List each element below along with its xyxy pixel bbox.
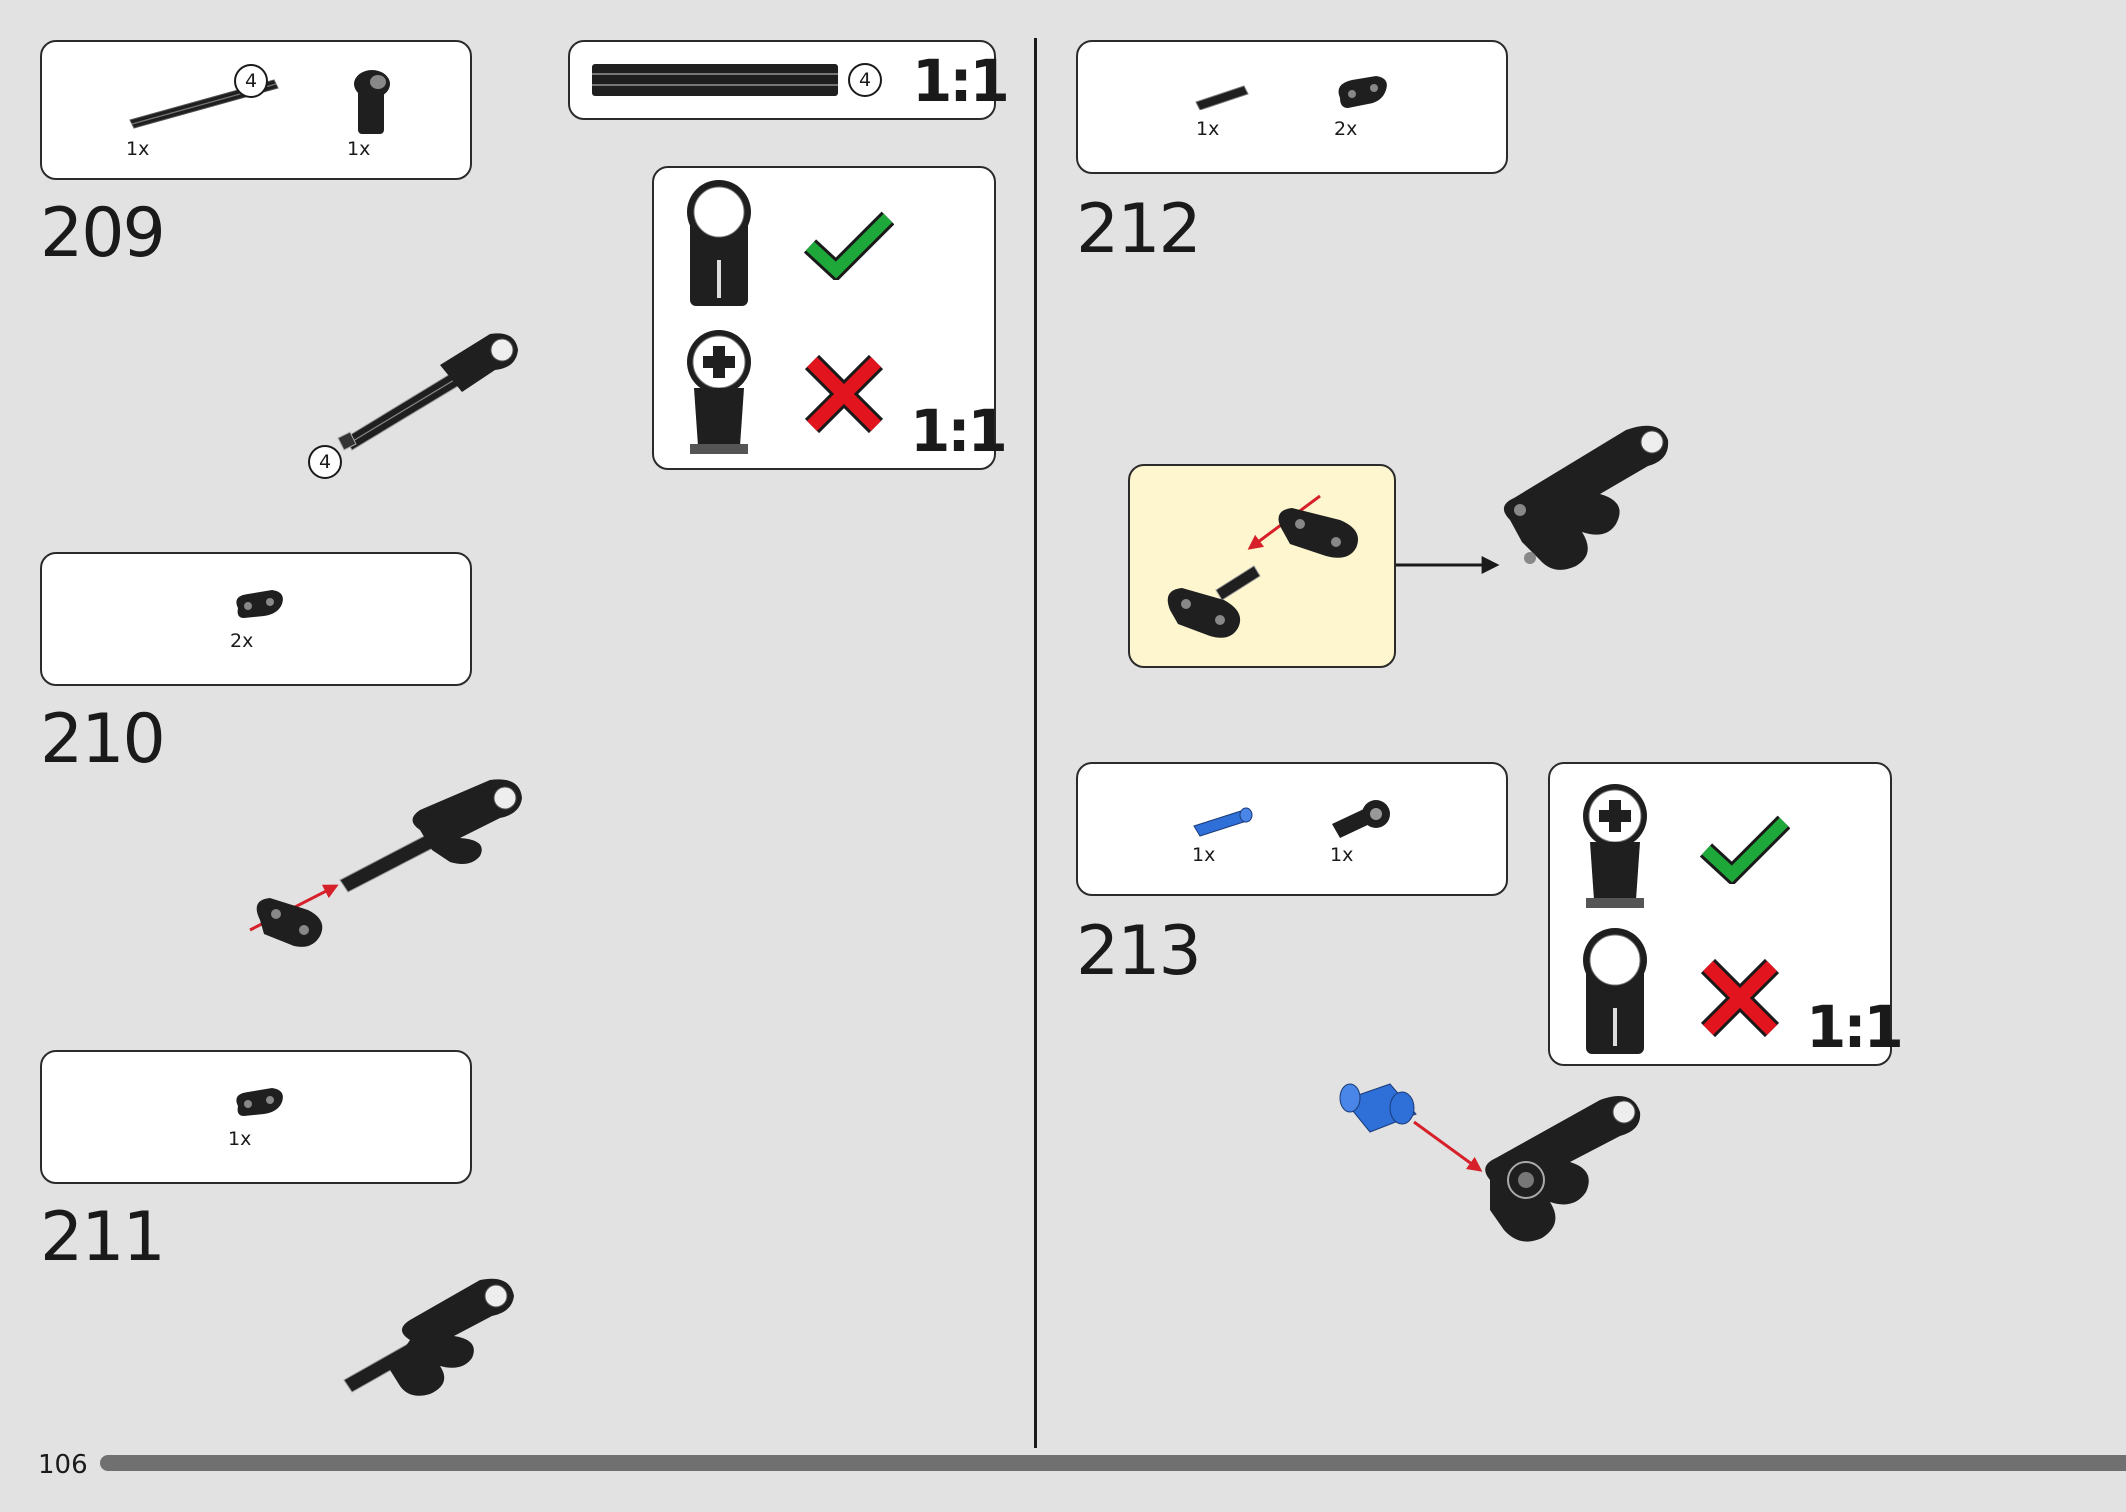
axle-length-indicator: 4 — [234, 64, 268, 98]
part-qty: 1x — [1192, 844, 1216, 866]
axle-length-callout: 4 — [308, 445, 342, 479]
connector-correct-view — [1583, 784, 1647, 908]
assembly-211 — [343, 1278, 514, 1396]
connector-part-icon — [354, 70, 390, 134]
progress-bar — [100, 1455, 2126, 1471]
scale-reference-box: 4 1:1 — [568, 40, 1010, 120]
scale-label: 1:1 — [912, 47, 1010, 115]
page-column-divider — [1034, 38, 1037, 1448]
part-qty: 1x — [228, 1128, 252, 1150]
check-icon — [1700, 815, 1790, 884]
axle-scale-bar — [592, 64, 838, 96]
beam-part-icon — [236, 590, 283, 618]
assembly-212 — [1503, 425, 1669, 570]
parts-list-213: 1x 1x — [1076, 762, 1508, 896]
step-number-212: 212 — [1076, 190, 1202, 269]
parts-list-212: 1x 2x — [1076, 40, 1508, 174]
beam-part-icon — [236, 1088, 283, 1116]
part-qty: 1x — [347, 138, 371, 160]
assembly-213 — [1339, 1083, 1641, 1242]
sub-assembly-212 — [1167, 494, 1358, 638]
step-number-209: 209 — [40, 194, 166, 273]
assembly-210 — [249, 779, 522, 947]
step-number-210: 210 — [40, 700, 166, 779]
callout-arrow — [1396, 556, 1500, 574]
scale-label: 1:1 — [1806, 993, 1904, 1061]
parts-list-210: 2x — [40, 552, 472, 686]
step-number-213: 213 — [1076, 912, 1202, 991]
connector-part-icon — [1332, 800, 1390, 838]
step-number-211: 211 — [40, 1198, 166, 1277]
assembly-209 — [337, 333, 518, 451]
cross-icon — [804, 354, 884, 434]
cross-icon — [1700, 958, 1780, 1038]
orientation-hint-box-2: 1:1 — [1548, 762, 1904, 1066]
check-icon — [804, 211, 894, 280]
connector-wrong-view — [687, 330, 751, 454]
part-qty: 1x — [126, 138, 150, 160]
scale-label: 1:1 — [910, 397, 1008, 465]
part-qty: 2x — [1334, 118, 1358, 140]
part-qty: 2x — [230, 630, 254, 652]
connector-wrong-view — [1583, 928, 1647, 1054]
beam-part-icon — [1338, 76, 1387, 108]
sub-assembly-callout-212 — [1128, 464, 1396, 668]
part-qty: 1x — [1330, 844, 1354, 866]
parts-list-209: 4 1x 1x — [40, 40, 472, 180]
axle-connector-part-icon — [1195, 85, 1249, 110]
blue-pin-part-icon — [1193, 807, 1253, 837]
scale-length-indicator: 4 — [848, 63, 882, 97]
orientation-hint-box-1: 1:1 — [652, 166, 1008, 470]
part-qty: 1x — [1196, 118, 1220, 140]
connector-correct-view — [687, 180, 751, 306]
page-number: 106 — [38, 1450, 88, 1480]
parts-list-211: 1x — [40, 1050, 472, 1184]
